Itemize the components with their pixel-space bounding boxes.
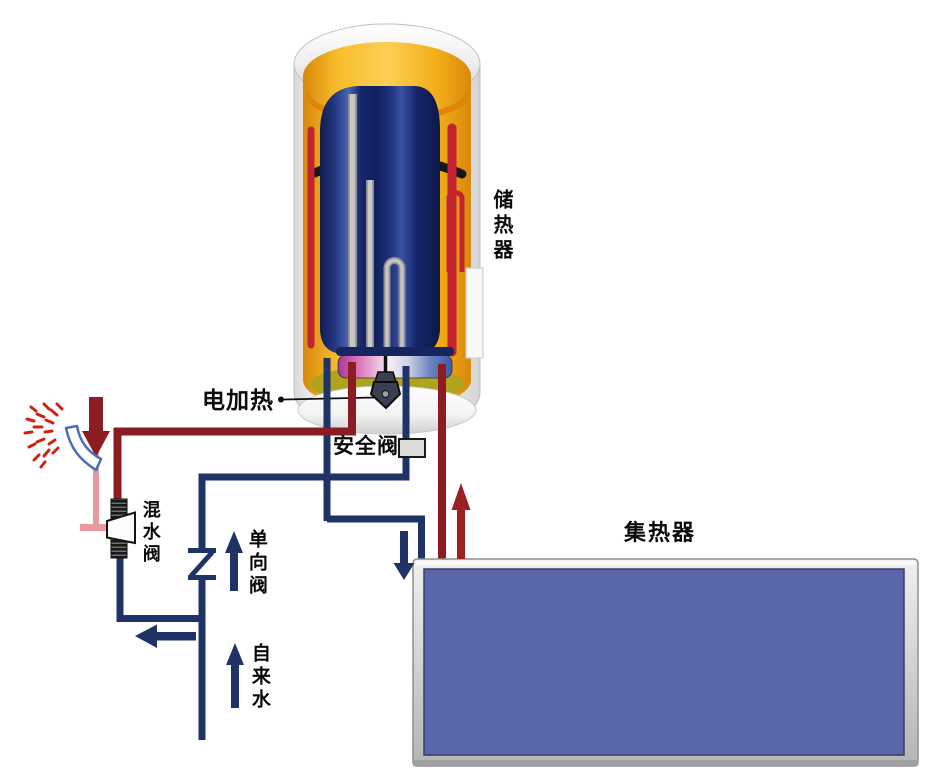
shower: [23, 402, 103, 472]
tank-side-pipes: [307, 123, 465, 357]
storage-tank: [293, 23, 484, 435]
check-valve-flow-up-arrow-icon: [225, 531, 243, 591]
collector-bottom-shadow: [413, 760, 918, 766]
shower-outlet-down-arrow-icon: [82, 397, 110, 457]
tap-flow-up-arrow-icon: [226, 643, 244, 708]
mixed-flow-left-arrow-icon: [135, 624, 196, 648]
inner-tank: [320, 86, 440, 354]
check-valve-symbol: [188, 548, 216, 580]
electric-heater-valve-icon: [369, 356, 402, 410]
collector-absorber: [423, 568, 905, 756]
tank-side-panel: [465, 267, 484, 359]
tank-bottom-edge: [336, 347, 454, 356]
cold-flow-down-arrow-icon: [393, 531, 415, 580]
shower-head-icon: [64, 424, 103, 472]
shower-spray-icon: [23, 402, 64, 469]
safety-valve-icon: [398, 438, 426, 458]
flow-arrows: [82, 397, 471, 708]
label-collector: 集热器: [624, 520, 697, 545]
hot-water-pipes: [113, 362, 446, 564]
hot-flow-up-arrow-icon: [451, 483, 471, 559]
label-tap-water: 自来水: [248, 643, 270, 712]
label-storage-tank: 储热器: [490, 189, 512, 264]
label-mixing-valve: 混水阀: [140, 500, 161, 566]
label-check-valve: 单向阀: [245, 529, 267, 598]
mixing-valve-icon: [106, 498, 136, 559]
tank-element-tubes: [348, 94, 406, 360]
label-electric-heating: 电加热: [202, 387, 274, 413]
cold-water-pipes: [116, 358, 425, 740]
solar-collector-panel: [412, 558, 919, 767]
label-safety-valve: 安全阀: [333, 435, 399, 458]
